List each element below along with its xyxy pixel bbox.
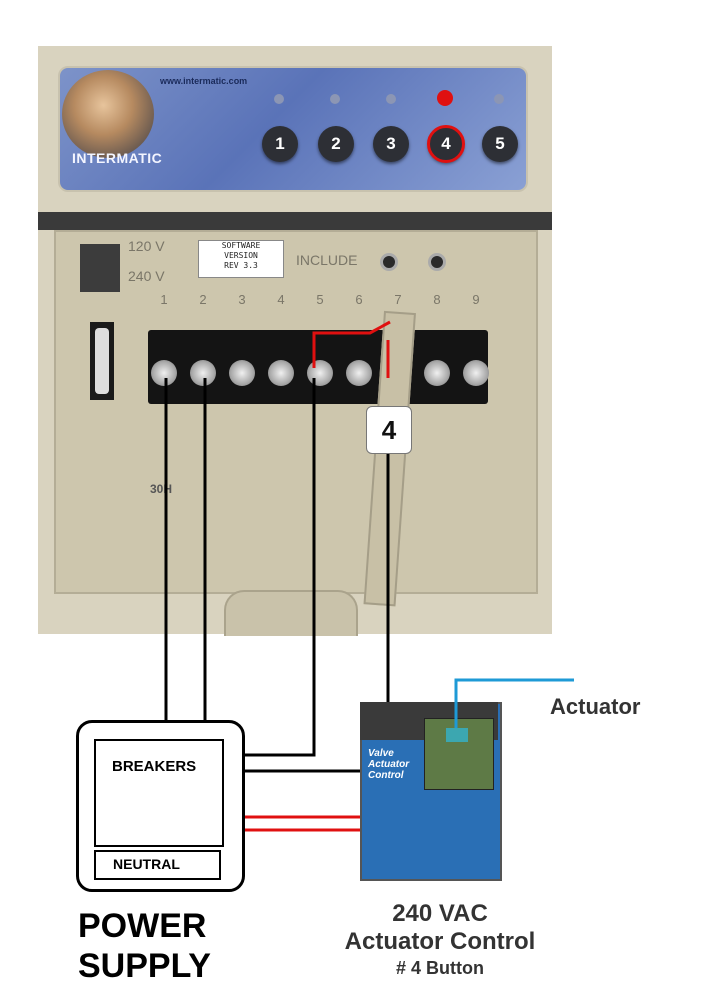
include-hole-1 <box>380 253 398 271</box>
power-supply-title-line-1: POWER <box>78 907 207 945</box>
zone-led-3 <box>386 94 396 104</box>
terminal-number-3: 3 <box>238 292 246 307</box>
terminal-number-8: 8 <box>433 292 441 307</box>
terminal-number-9: 9 <box>472 292 480 307</box>
terminal-screw-8 <box>424 360 450 386</box>
terminal-number-5: 5 <box>316 292 324 307</box>
website-url: www.intermatic.com <box>160 76 248 86</box>
breakers-box <box>94 739 224 847</box>
zone-button-1[interactable]: 1 <box>262 126 298 162</box>
zone-led-1 <box>274 94 284 104</box>
zone-button-5[interactable]: 5 <box>482 126 518 162</box>
board-title-line-2: Actuator <box>368 759 410 770</box>
neutral-label: NEUTRAL <box>113 856 180 872</box>
breakers-label: BREAKERS <box>112 758 197 775</box>
brand-logo: INTERMATIC <box>72 150 163 166</box>
terminal-screw-6 <box>346 360 372 386</box>
terminal-number-2: 2 <box>199 292 207 307</box>
include-label: INCLUDE <box>296 252 358 268</box>
terminal-screw-2 <box>190 360 216 386</box>
caption-line-2: Actuator Control <box>344 928 536 955</box>
terminal-screw-5 <box>307 360 333 386</box>
terminal-screw-1 <box>151 360 177 386</box>
board-title-line-3: Control <box>368 770 404 781</box>
voltage-240-label: 240 V <box>128 268 165 284</box>
terminal-number-7: 7 <box>394 292 402 307</box>
neutral-box <box>94 850 221 880</box>
voltage-120-label: 120 V <box>128 238 165 254</box>
voltage-selector-switch[interactable] <box>80 244 120 292</box>
housing-seam <box>38 212 552 230</box>
software-version-sticker: SOFTWARE VERSION REV 3.3 <box>198 240 284 278</box>
board-title: Valve Actuator Control <box>368 748 409 781</box>
caption-line-1: 240 VAC <box>392 900 488 927</box>
power-supply-title: POWER SUPPLY <box>78 906 211 986</box>
zone-led-5 <box>494 94 504 104</box>
terminal-number-1: 1 <box>160 292 168 307</box>
wire-terminal-5 <box>219 378 316 757</box>
software-line-1: SOFTWARE <box>221 241 261 250</box>
terminal-number-6: 6 <box>355 292 363 307</box>
actuator-wire <box>454 678 574 728</box>
software-line-3: REV 3.3 <box>224 261 258 270</box>
actuator-terminal <box>446 728 468 742</box>
board-title-line-1: Valve <box>368 748 394 759</box>
include-hole-2 <box>428 253 446 271</box>
software-line-2: VERSION <box>224 251 258 260</box>
terminal-screw-4 <box>268 360 294 386</box>
conduit-opening <box>224 590 358 636</box>
power-supply-title-line-2: SUPPLY <box>78 947 211 985</box>
selected-button-ring <box>427 125 465 163</box>
zone-button-3[interactable]: 3 <box>373 126 409 162</box>
terminal-screw-9 <box>463 360 489 386</box>
actuator-label: Actuator <box>550 694 641 719</box>
zone-led-4-active <box>437 90 453 106</box>
terminal-number-4: 4 <box>277 292 285 307</box>
actuator-control-caption: 240 VAC Actuator Control # 4 Button <box>330 900 550 980</box>
jumper-wire <box>312 320 391 368</box>
zone-led-2 <box>330 94 340 104</box>
caption-line-3: # 4 Button <box>396 958 484 978</box>
zone-button-2[interactable]: 2 <box>318 126 354 162</box>
brand-photo <box>62 70 154 158</box>
terminal-screw-3 <box>229 360 255 386</box>
button-4-callout: 4 <box>366 406 412 454</box>
fuse <box>95 328 109 394</box>
